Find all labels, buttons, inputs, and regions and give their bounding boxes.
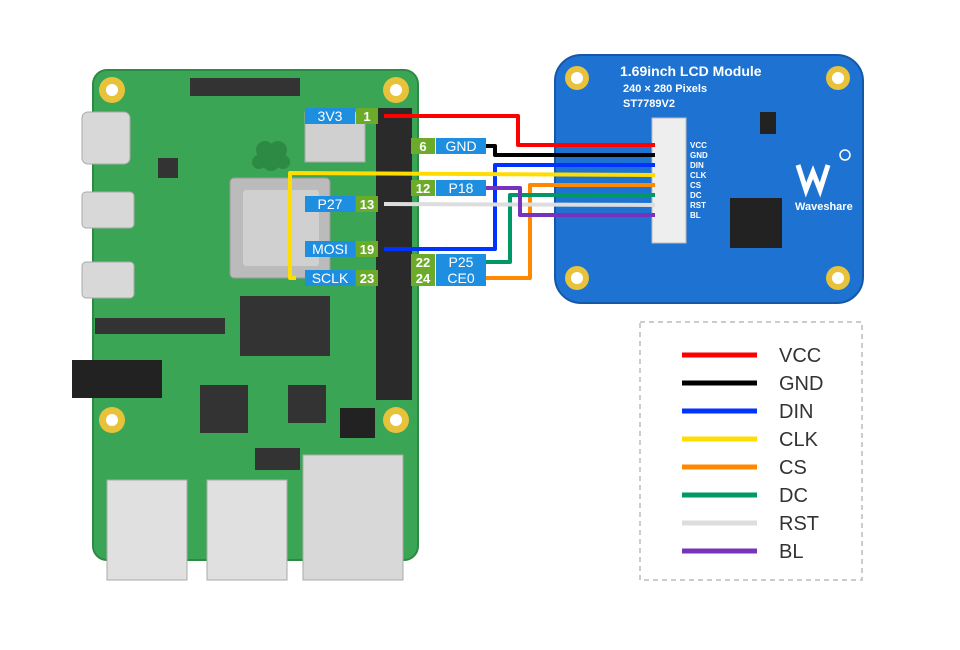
lcd-pin-label-dc: DC — [690, 191, 702, 200]
wire-gnd — [486, 144, 655, 157]
legend-item-gnd: GND — [682, 373, 823, 395]
wire-group — [288, 114, 656, 280]
legend-frame — [639, 321, 863, 581]
lcd-title: 1.69inch LCD Module — [620, 63, 762, 79]
legend-item-vcc: VCC — [682, 345, 821, 367]
svg-text:3V3: 3V3 — [318, 108, 343, 124]
wire-vcc — [384, 114, 655, 147]
svg-text:19: 19 — [360, 242, 374, 257]
waveshare-logo-icon — [795, 149, 851, 198]
svg-text:1: 1 — [363, 109, 370, 124]
pin-label-sclk: SCLK 23 — [305, 270, 378, 286]
svg-text:P27: P27 — [318, 196, 343, 212]
lcd-module: 1.69inch LCD Module 240 × 280 Pixels ST7… — [554, 54, 864, 304]
pin-label-ce0: 24 CE0 — [411, 270, 486, 286]
svg-text:VCC: VCC — [779, 345, 821, 367]
pin-label-gnd: 6 GND — [411, 138, 486, 154]
pin-label-p25: 22 P25 — [411, 254, 486, 270]
wire-dc — [486, 193, 655, 264]
legend-item-cs: CS — [682, 457, 807, 479]
svg-text:CS: CS — [779, 457, 807, 479]
svg-text:RST: RST — [779, 513, 819, 535]
svg-text:DC: DC — [779, 485, 808, 507]
svg-text:12: 12 — [416, 181, 430, 196]
svg-text:P25: P25 — [449, 254, 474, 270]
svg-text:22: 22 — [416, 255, 430, 270]
svg-text:P18: P18 — [449, 180, 474, 196]
lcd-pin-label-cs: CS — [690, 181, 702, 190]
lcd-pin-label-gnd: GND — [690, 151, 708, 160]
legend-item-dc: DC — [682, 485, 808, 507]
lcd-brand: Waveshare — [795, 201, 853, 213]
pin-label-p27: P27 13 — [305, 196, 378, 212]
svg-text:CE0: CE0 — [447, 270, 474, 286]
lcd-pin-label-rst: RST — [690, 201, 706, 210]
lcd-driver: ST7789V2 — [623, 98, 675, 110]
lcd-pin-label-bl: BL — [690, 211, 701, 220]
raspberry-pi-board — [72, 69, 419, 581]
legend-item-rst: RST — [682, 513, 819, 535]
lcd-pin-label-din: DIN — [690, 161, 704, 170]
pin-label-3v3: 3V3 1 — [305, 108, 378, 124]
svg-text:BL: BL — [779, 541, 803, 563]
svg-text:6: 6 — [419, 139, 426, 154]
lcd-resolution: 240 × 280 Pixels — [623, 83, 707, 95]
legend-item-din: DIN — [682, 401, 813, 423]
svg-text:23: 23 — [360, 271, 374, 286]
svg-text:MOSI: MOSI — [312, 241, 348, 257]
svg-text:GND: GND — [445, 138, 476, 154]
svg-text:CLK: CLK — [779, 429, 819, 451]
svg-text:SCLK: SCLK — [312, 270, 349, 286]
svg-text:24: 24 — [416, 271, 431, 286]
svg-text:DIN: DIN — [779, 401, 813, 423]
svg-text:GND: GND — [779, 373, 823, 395]
wire-clk — [288, 171, 656, 280]
legend: VCC GND DIN CLK CS DC RST BL — [639, 321, 863, 581]
legend-item-bl: BL — [682, 541, 803, 563]
lcd-pin-label-vcc: VCC — [690, 141, 707, 150]
wire-din — [384, 163, 655, 251]
legend-item-clk: CLK — [682, 429, 819, 451]
wire-cs — [486, 183, 655, 280]
pin-label-p18: 12 P18 — [411, 180, 486, 196]
pin-label-mosi: MOSI 19 — [305, 241, 378, 257]
wire-bl — [486, 186, 655, 217]
lcd-pin-label-clk: CLK — [690, 171, 707, 180]
svg-text:13: 13 — [360, 197, 374, 212]
